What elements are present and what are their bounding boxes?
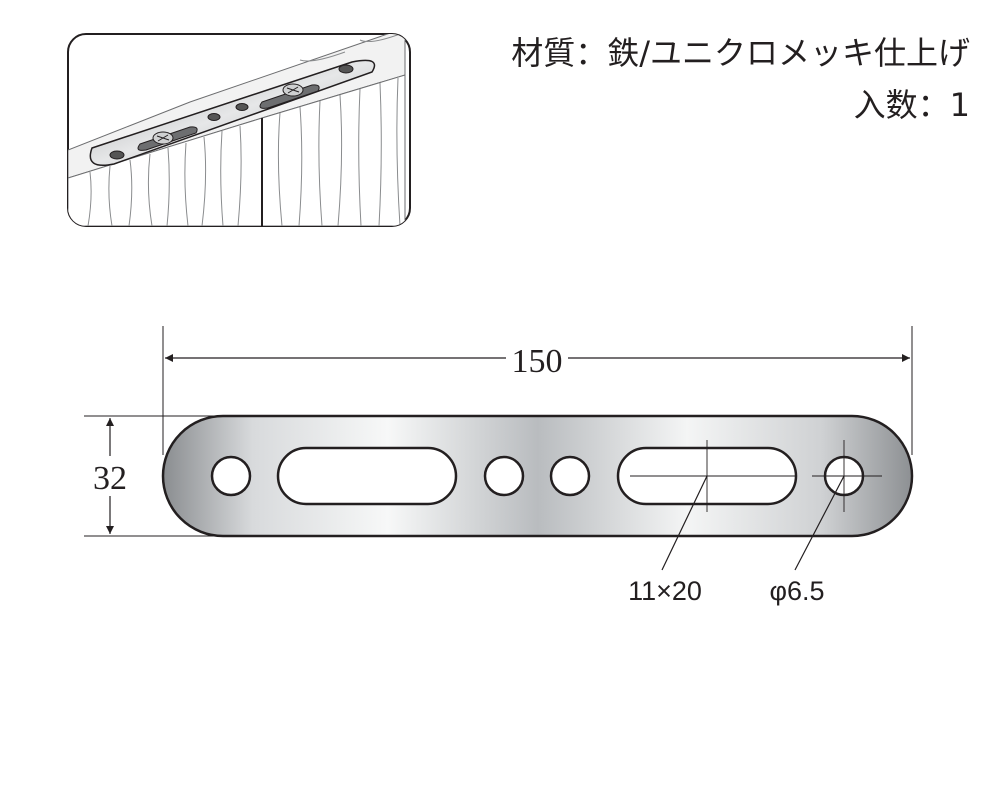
width-dimension-label: 32	[93, 460, 127, 497]
hole-leader	[794, 475, 845, 571]
slot-size-label: 11×20	[628, 576, 702, 606]
round-hole	[483, 455, 525, 497]
mending-plate	[161, 414, 914, 538]
round-hole	[210, 455, 252, 497]
hole-diameter-label: φ6.5	[769, 576, 824, 606]
wood-grain	[87, 34, 401, 226]
technical-drawing: 150 32	[84, 326, 914, 606]
illustration-plate	[89, 59, 376, 166]
slot-leader	[661, 475, 708, 571]
quantity-spec: 入数：1	[853, 86, 970, 124]
material-spec: 材質：鉄/ユニクロメッキ仕上げ	[511, 34, 970, 72]
slot-hole	[276, 446, 458, 506]
usage-illustration	[67, 33, 411, 227]
length-dimension-label: 150	[512, 343, 563, 380]
round-hole	[549, 455, 591, 497]
